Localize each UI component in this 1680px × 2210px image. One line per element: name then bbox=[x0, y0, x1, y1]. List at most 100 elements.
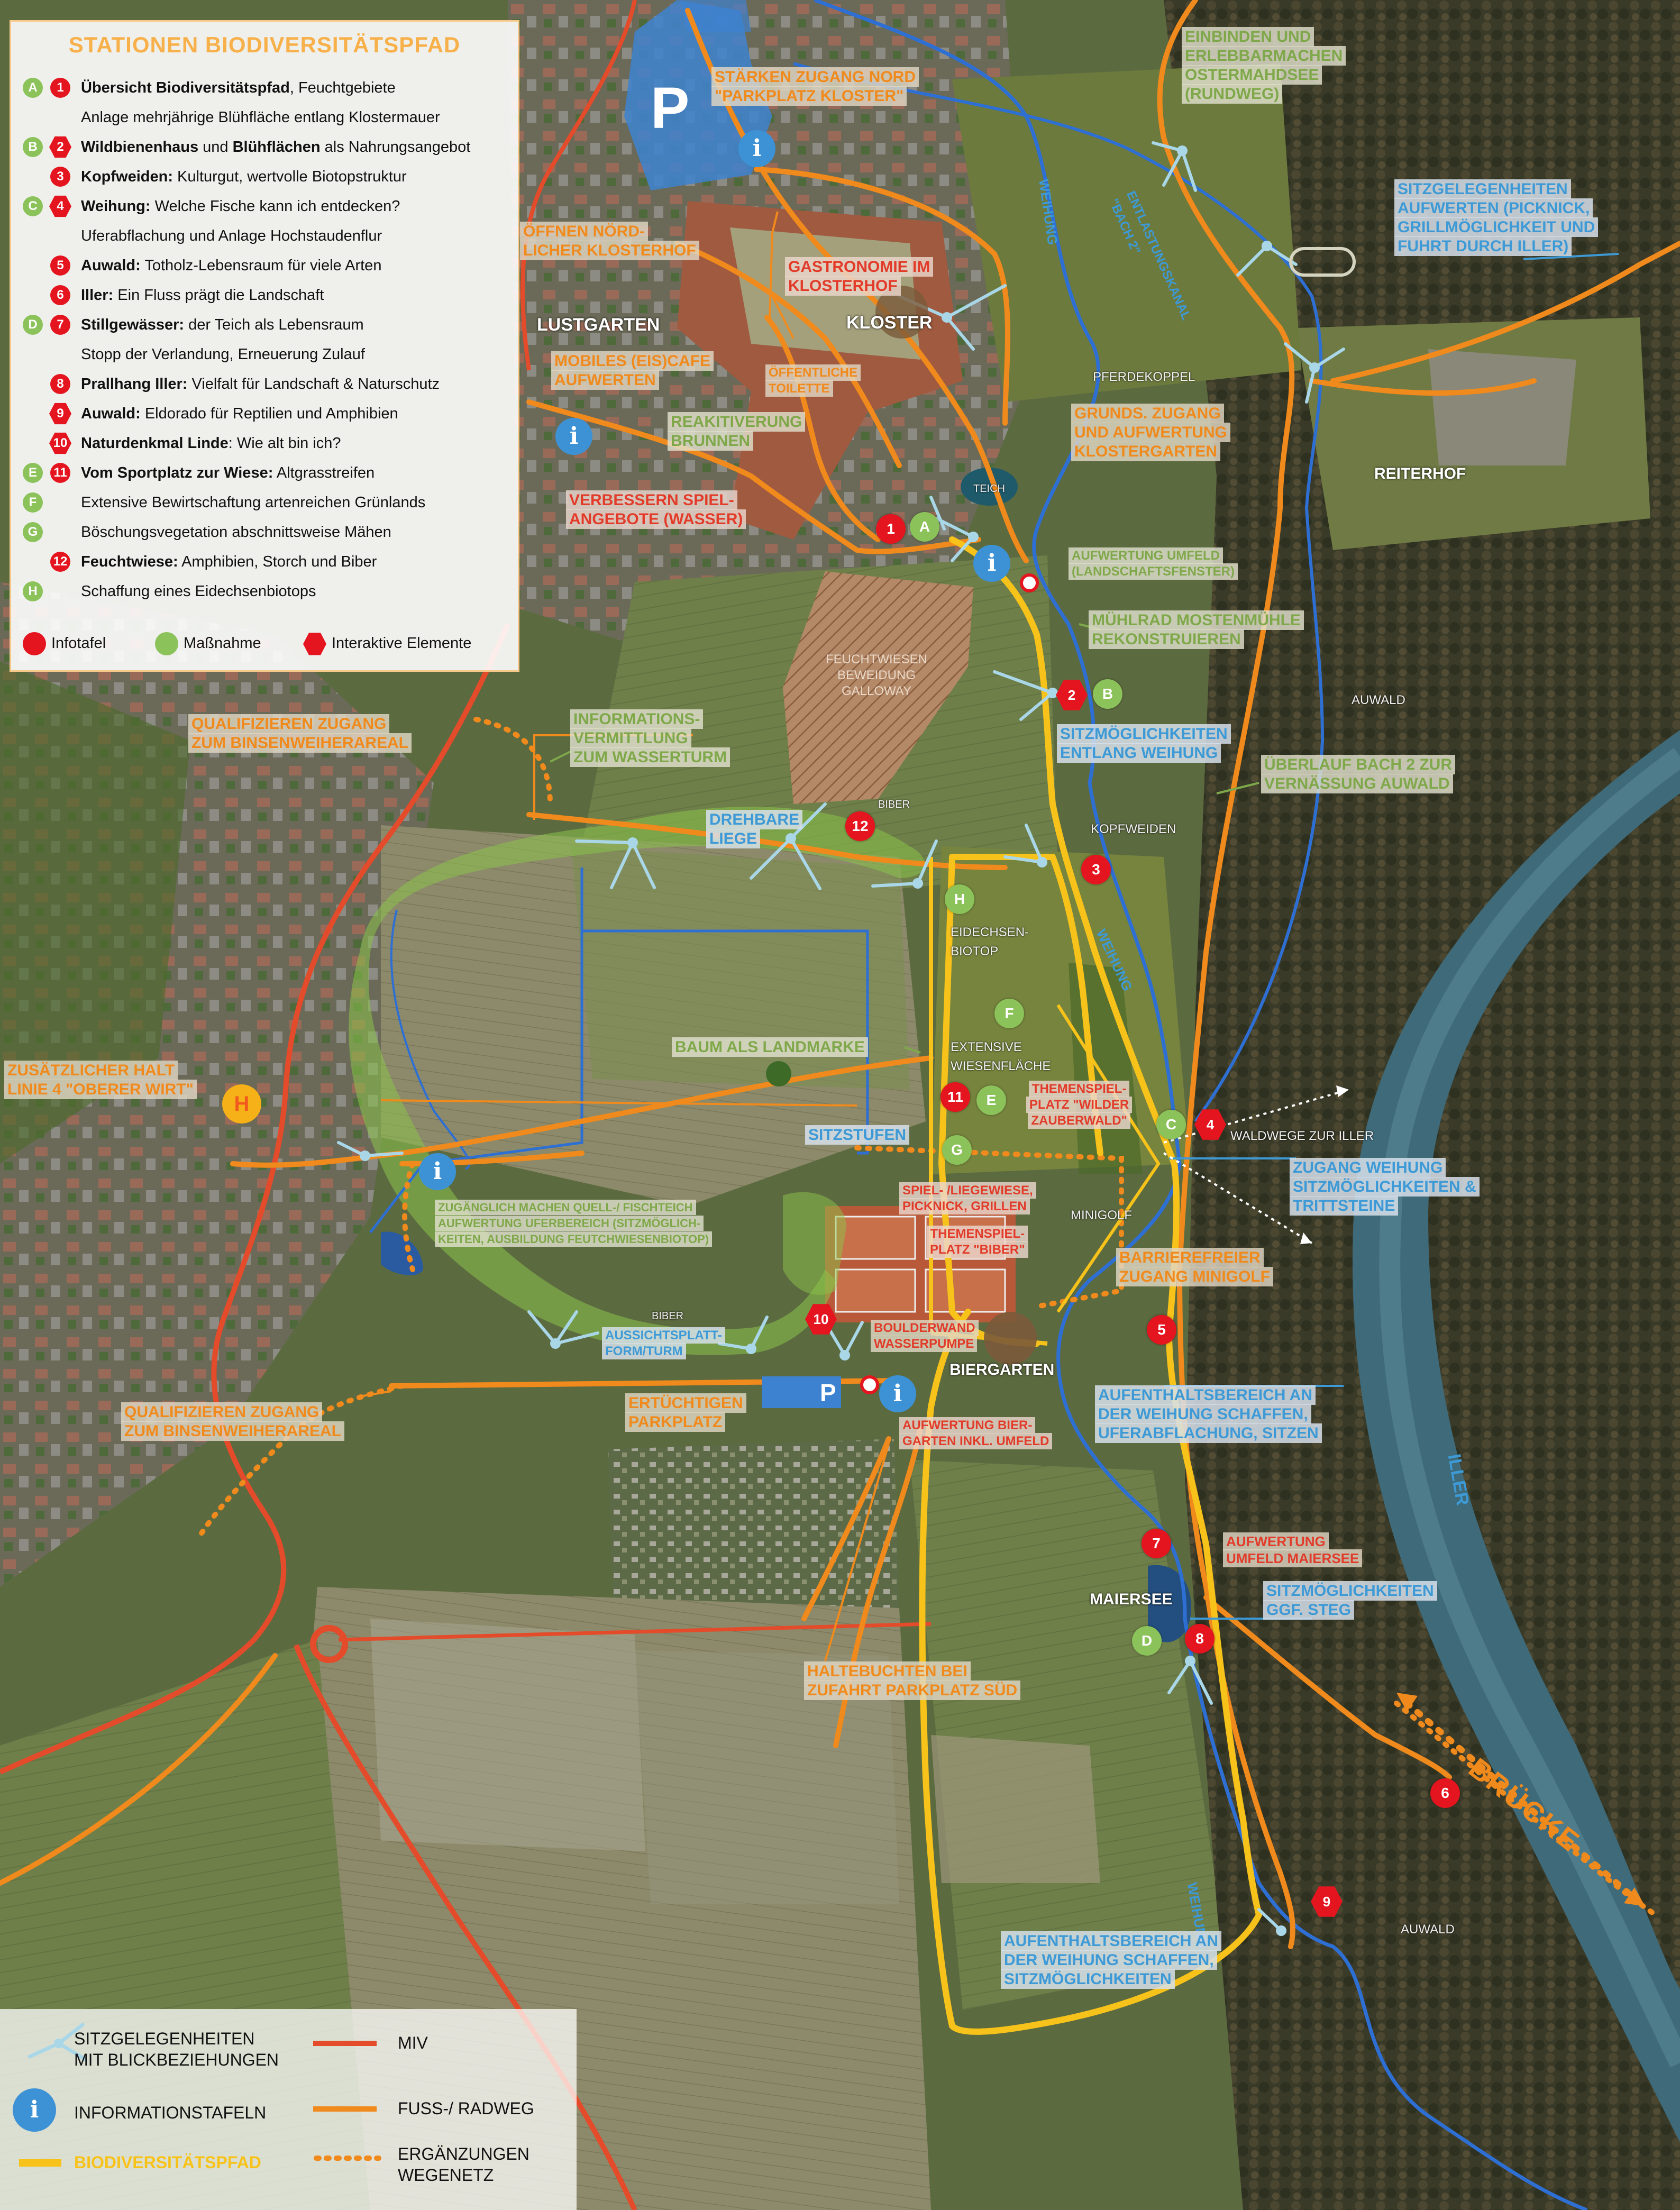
green-marker-icon: B bbox=[23, 137, 43, 157]
station-marker-7[interactable]: 7 bbox=[1142, 1529, 1171, 1558]
legend-station-text: Naturdenkmal Linde: Wie alt bin ich? bbox=[81, 430, 341, 456]
measure-marker-C[interactable]: C bbox=[1156, 1110, 1186, 1139]
legend-station-text: Wildbienenhaus und Blühflächen als Nahru… bbox=[81, 134, 470, 160]
label-mobiles: MOBILES (EIS)CAFE AUFWERTEN bbox=[551, 351, 714, 390]
label-biber-1: BIBER bbox=[878, 799, 910, 810]
red-hexagon-icon: 4 bbox=[49, 195, 71, 217]
legend-station-text: Feuchtwiese: Amphibien, Storch und Biber bbox=[81, 549, 377, 575]
red-hexagon-icon: 10 bbox=[49, 432, 71, 454]
red-dot-icon bbox=[23, 632, 46, 656]
legend-station-text: Stopp der Verlandung, Erneuerung Zulauf bbox=[81, 341, 365, 368]
ergaenzung-line-icon bbox=[314, 2156, 381, 2161]
measure-marker-F[interactable]: F bbox=[994, 999, 1024, 1028]
legend-station-desc: Eldorado für Reptilien und Amphibien bbox=[140, 405, 398, 422]
red-marker-icon: 3 bbox=[50, 167, 70, 187]
infotafel-south[interactable] bbox=[860, 1375, 879, 1394]
label-qual-1: QUALIFIZIEREN ZUGANG ZUM BINSENWEIHERARE… bbox=[188, 714, 412, 753]
label-boulder: BOULDERWAND WASSERPUMPE bbox=[871, 1320, 979, 1352]
label-sitzm-weihung: SITZMÖGLICHKEITEN ENTLANG WEIHUNG bbox=[1057, 724, 1231, 763]
measure-marker-E[interactable]: E bbox=[976, 1085, 1006, 1115]
red-marker-icon: 1 bbox=[50, 78, 70, 98]
station-marker-6[interactable]: 6 bbox=[1430, 1778, 1460, 1808]
measure-marker-H[interactable]: H bbox=[945, 884, 974, 914]
bl-erg: ERGÄNZUNGEN WEGENETZ bbox=[398, 2144, 529, 2185]
label-zugang-weihung: ZUGANG WEIHUNG SITZMÖGLICHKEITEN & TRITT… bbox=[1290, 1158, 1480, 1216]
key-massnahme: Maßnahme bbox=[155, 627, 261, 659]
legend-station-bold: Naturdenkmal Linde bbox=[81, 435, 229, 452]
label-halte: HALTEBUCHTEN BEI ZUFAHRT PARKPLATZ SÜD bbox=[804, 1661, 1021, 1700]
label-baum: BAUM ALS LANDMARKE bbox=[672, 1037, 868, 1057]
legend-station-desc: als Nahrungsangebot bbox=[320, 139, 471, 156]
measure-marker-A[interactable]: A bbox=[910, 512, 939, 542]
legend-station-bold: Feuchtwiese: bbox=[81, 553, 178, 570]
station-marker-1[interactable]: 1 bbox=[876, 514, 906, 544]
bottom-legend: SITZGELEGENHEITEN MIT BLICKBEZIEHUNGEN i… bbox=[0, 2009, 577, 2210]
legend-station-text: Schaffung eines Eidechsenbiotops bbox=[81, 578, 316, 605]
station-marker-2[interactable]: 2 bbox=[1056, 680, 1088, 710]
station-marker-11[interactable]: 11 bbox=[941, 1082, 970, 1112]
station-marker-4[interactable]: 4 bbox=[1194, 1109, 1226, 1140]
green-marker-icon: A bbox=[23, 78, 43, 98]
legend-station-row: 10 Naturdenkmal Linde: Wie alt bin ich? bbox=[23, 430, 515, 456]
red-marker-icon: 11 bbox=[50, 463, 70, 483]
red-hexagon-icon: 2 bbox=[49, 136, 71, 158]
station-marker-9[interactable]: 9 bbox=[1311, 1886, 1343, 1917]
label-kloster: KLOSTER bbox=[846, 313, 933, 333]
station-marker-10[interactable]: 10 bbox=[805, 1304, 837, 1335]
station-marker-12[interactable]: 12 bbox=[845, 811, 875, 841]
label-aufenthalt-2: AUFENTHALTSBEREICH AN DER WEIHUNG SCHAFF… bbox=[1001, 1931, 1221, 1989]
label-biber-2: BIBER bbox=[652, 1310, 684, 1322]
label-ertuechtigen: ERTÜCHTIGEN PARKPLATZ bbox=[625, 1393, 746, 1432]
measure-marker-B[interactable]: B bbox=[1093, 679, 1122, 709]
infotafel-north[interactable] bbox=[1020, 573, 1039, 592]
legend-station-bold: Auwald: bbox=[81, 257, 141, 274]
halt-marker[interactable]: H bbox=[222, 1084, 261, 1124]
legend-station-bold: Übersicht Biodiversitätspfad bbox=[81, 79, 290, 96]
info-marker-south[interactable]: i bbox=[879, 1375, 916, 1412]
info-marker-quellteich[interactable]: i bbox=[419, 1153, 456, 1190]
bl-pfad: BIODIVERSITÄTSPFAD bbox=[74, 2153, 261, 2172]
legend-station-text: Böschungsvegetation abschnittsweise Mähe… bbox=[81, 519, 391, 545]
station-marker-5[interactable]: 5 bbox=[1147, 1315, 1176, 1345]
label-reiterhof: REITERHOF bbox=[1374, 465, 1466, 482]
label-reaktiv: REAKITIVERUNG BRUNNEN bbox=[668, 412, 806, 451]
label-aufw-bier: AUFWERTUNG BIER- GARTEN INKL. UMFELD bbox=[899, 1417, 1053, 1449]
green-dot-icon bbox=[155, 632, 178, 656]
label-zugaenglich: ZUGÄNGLICH MACHEN QUELL-/ FISCHTEICH AUF… bbox=[435, 1200, 713, 1247]
info-marker-north[interactable]: i bbox=[738, 130, 775, 167]
station-marker-8[interactable]: 8 bbox=[1185, 1624, 1215, 1654]
legend-station-desc: der Teich als Lebensraum bbox=[184, 316, 364, 333]
info-marker-lustgarten[interactable]: i bbox=[555, 418, 592, 455]
legend-station-desc: Schaffung eines Eidechsenbiotops bbox=[81, 583, 316, 600]
parking-north-icon: P bbox=[651, 76, 690, 141]
legend-station-desc: , Feuchtgebiete bbox=[289, 79, 396, 96]
legend-station-desc: und bbox=[198, 139, 233, 156]
label-waldwege: WALDWEGE ZUR ILLER bbox=[1230, 1129, 1374, 1143]
label-zusaetzlich: ZUSÄTZLICHER HALT LINIE 4 "OBERER WIRT" bbox=[4, 1061, 197, 1099]
view-line-icon bbox=[28, 2023, 87, 2061]
label-lustgarten: LUSTGARTEN bbox=[537, 315, 660, 335]
legend-title: STATIONEN BIODIVERSITÄTSPFAD bbox=[68, 32, 461, 57]
legend-station-desc: Stopp der Verlandung, Erneuerung Zulauf bbox=[81, 346, 365, 363]
green-marker-icon: C bbox=[23, 196, 43, 216]
bl-info: INFORMATIONSTAFELN bbox=[74, 2103, 267, 2122]
legend-station-desc: Böschungsvegetation abschnittsweise Mähe… bbox=[81, 524, 391, 541]
measure-marker-D[interactable]: D bbox=[1132, 1626, 1162, 1656]
bl-sitz: SITZGELEGENHEITEN MIT BLICKBEZIEHUNGEN bbox=[74, 2029, 279, 2069]
measure-marker-G[interactable]: G bbox=[942, 1135, 972, 1165]
station-marker-3[interactable]: 3 bbox=[1081, 855, 1111, 884]
red-marker-icon: 12 bbox=[50, 552, 70, 572]
info-marker-kloster[interactable]: i bbox=[973, 545, 1010, 582]
legend-station-row: Stopp der Verlandung, Erneuerung Zulauf bbox=[23, 341, 515, 368]
label-sitzm-steg: SITZMÖGLICHKEITEN ggf. STEG bbox=[1263, 1581, 1437, 1620]
label-sitzgel: SITZGELEGENHEITEN AUFWERTEN (PICKNICK, G… bbox=[1394, 179, 1599, 256]
bl-miv: MIV bbox=[398, 2033, 428, 2052]
red-hexagon-icon: 9 bbox=[49, 403, 71, 425]
label-qual-2: QUALIFIZIEREN ZUGANG ZUM BINSENWEIHERARE… bbox=[121, 1402, 344, 1441]
label-staerken: STÄRKEN ZUGANG NORD "PARKPLATZ KLOSTER" bbox=[711, 67, 919, 106]
label-muehlrad: MÜHLRAD MOSTENMÜHLE REKONSTRUIEREN bbox=[1089, 610, 1304, 649]
